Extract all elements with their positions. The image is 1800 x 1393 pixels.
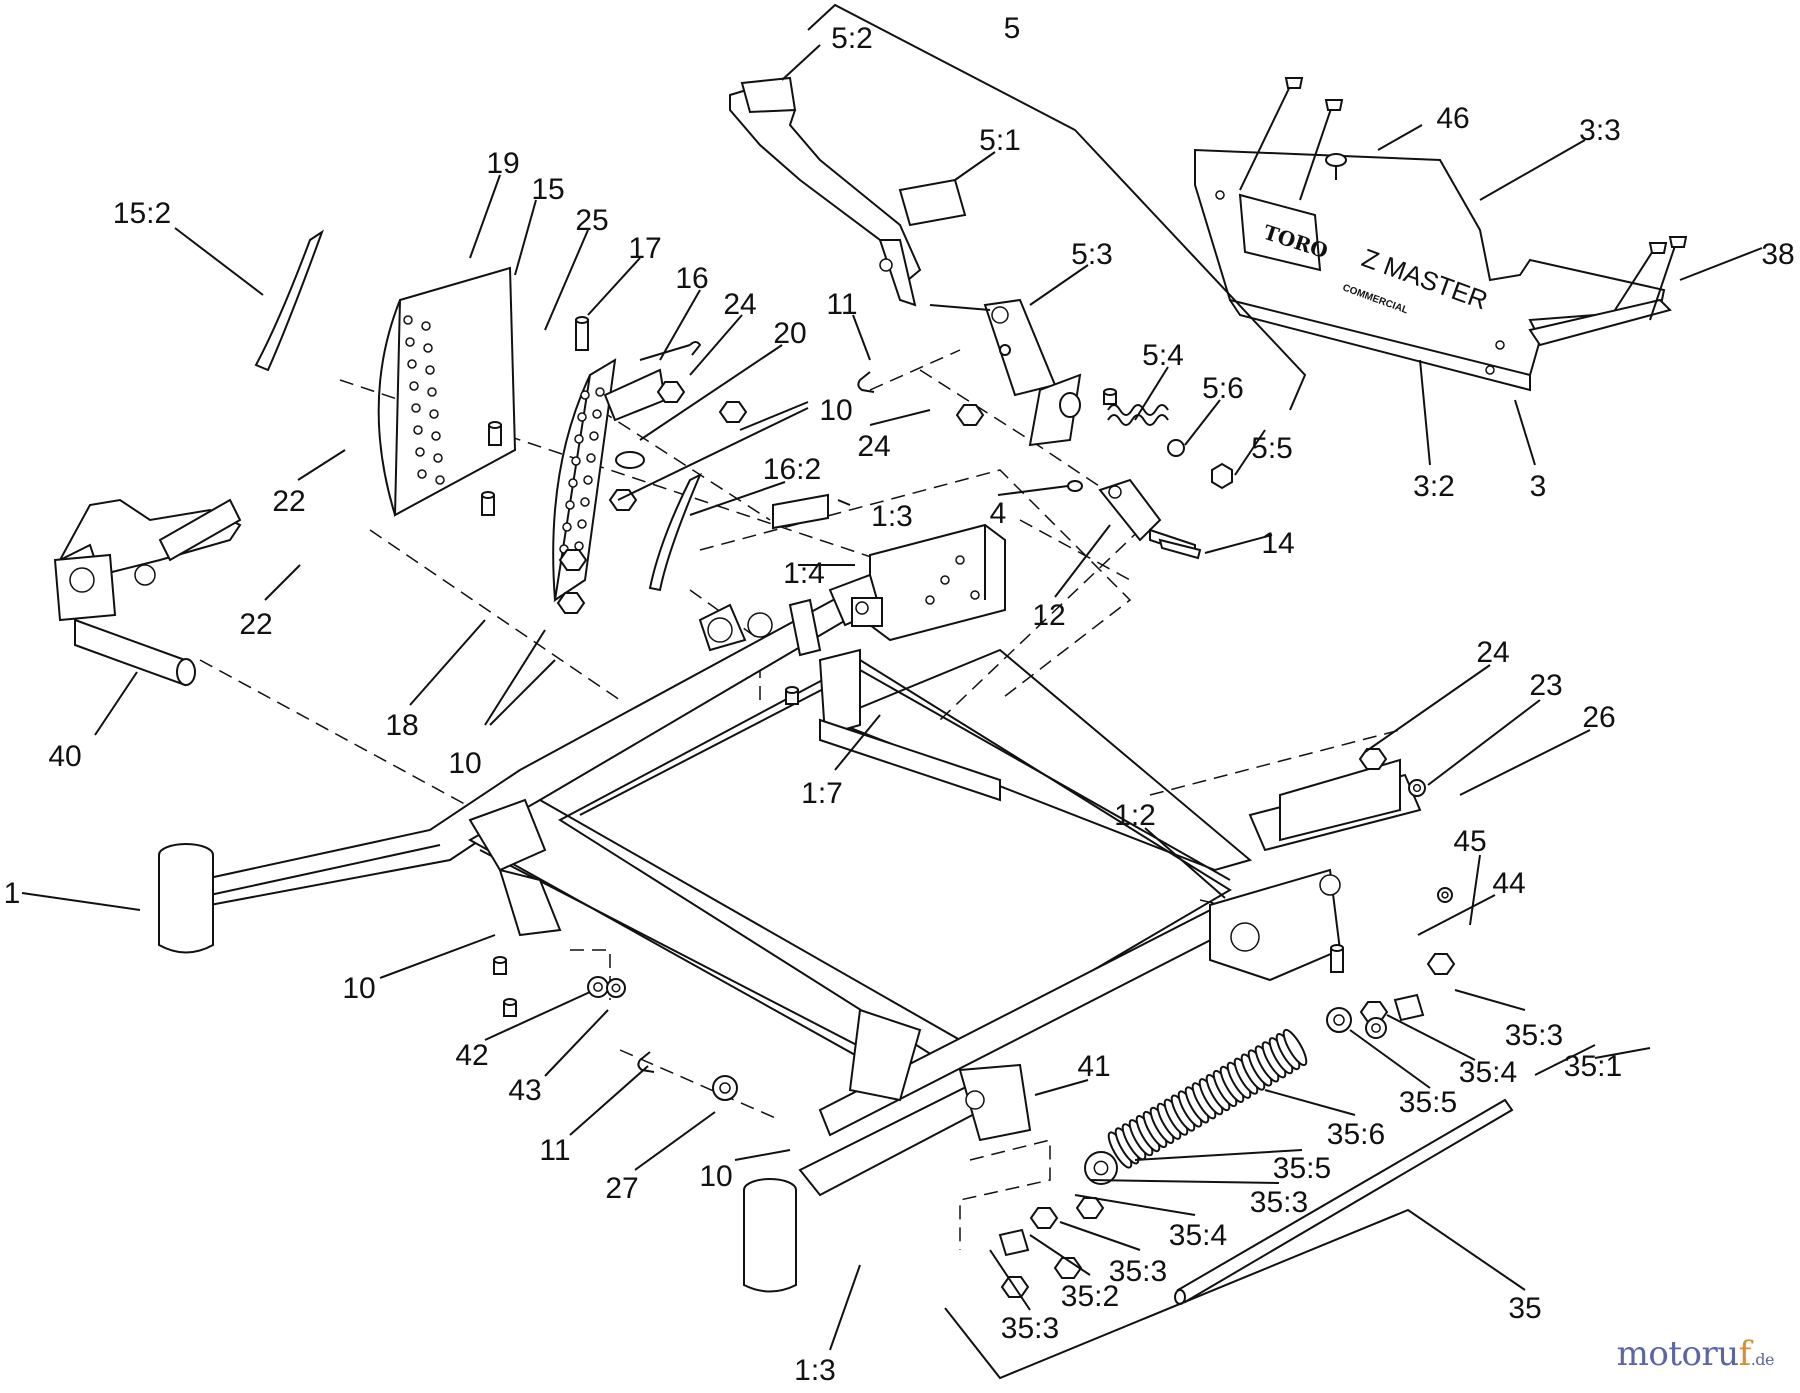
perforated-plate-right — [552, 358, 617, 603]
callout-label: 12 — [1032, 599, 1065, 632]
callout-label: 16 — [675, 262, 708, 295]
nut-5-5 — [1211, 462, 1233, 490]
callout-label: 16:2 — [763, 453, 821, 486]
callout-label: 43 — [508, 1074, 541, 1107]
brake-lever-assembly — [53, 498, 242, 687]
callout-label: 1:2 — [1114, 799, 1156, 832]
callout-label: 35:3 — [1250, 1186, 1308, 1219]
callout-label: 5:3 — [1071, 238, 1113, 271]
callout-label: 35:5 — [1273, 1152, 1331, 1185]
watermark-accent: f — [1738, 1334, 1752, 1374]
callout-label: 38 — [1761, 238, 1794, 271]
perforated-plate-left — [377, 266, 517, 517]
upper-lever — [729, 76, 1082, 447]
callout-label: 26 — [1582, 701, 1615, 734]
callout-label: 17 — [628, 232, 661, 265]
callout-label: 41 — [1077, 1050, 1110, 1083]
main-frame — [158, 578, 1422, 1293]
callout-label: 14 — [1261, 527, 1294, 560]
callout-label: 5:1 — [979, 124, 1021, 157]
callout-label: 11 — [539, 1134, 570, 1167]
callout-label: 35:3 — [1109, 1255, 1167, 1288]
callout-label: 27 — [605, 1172, 638, 1205]
callout-label: 5:6 — [1202, 372, 1244, 405]
callout-label: 5:2 — [831, 22, 873, 55]
center-block — [698, 523, 1006, 657]
spring-35-6 — [1107, 1028, 1308, 1169]
callout-label: 4 — [990, 497, 1007, 530]
decal-1-3 — [772, 493, 829, 530]
bracket-16 — [603, 368, 667, 422]
strip-16-2 — [648, 472, 702, 592]
callout-label: 1:7 — [801, 777, 843, 810]
callout-label: 1 — [4, 877, 21, 910]
callout-label: 35:3 — [1001, 1312, 1059, 1345]
callout-label: 24 — [723, 288, 756, 321]
callout-label: 24 — [1476, 636, 1509, 669]
callout-label: 15:2 — [113, 197, 171, 230]
callout-label: 3 — [1530, 470, 1547, 503]
watermark-tld: .de — [1750, 1350, 1775, 1369]
callout-label: 35:3 — [1505, 1019, 1563, 1052]
callout-label: 19 — [486, 147, 519, 180]
callout-label: 10 — [819, 394, 852, 427]
callout-label: 22 — [272, 485, 305, 518]
callout-label: 11 — [826, 288, 857, 321]
callout-label: 5:4 — [1142, 339, 1184, 372]
callout-label: 15 — [531, 173, 564, 206]
callout-label: 3:3 — [1579, 114, 1621, 147]
hardware-small-parts — [481, 316, 1456, 1298]
callout-label: 35:4 — [1169, 1219, 1227, 1252]
washer-5-6 — [1167, 439, 1185, 457]
callout-label: 5 — [1004, 12, 1021, 45]
callout-label: 23 — [1529, 669, 1562, 702]
callout-label: 46 — [1436, 102, 1469, 135]
callout-label: 20 — [773, 317, 806, 350]
plate-bolts — [1239, 77, 1688, 321]
watermark-brand: motoru — [1616, 1334, 1740, 1374]
callout-label: 1:4 — [783, 557, 825, 590]
callout-label: 25 — [575, 204, 608, 237]
callout-label: 5:5 — [1251, 432, 1293, 465]
callout-label: 42 — [455, 1039, 488, 1072]
callout-labels: 5:2 5 5:1 46 3:3 19 15 15:2 25 17 5:3 38 16 24 11 20 5:4… — [4, 12, 1795, 1387]
callout-label: 24 — [857, 430, 890, 463]
control-plate: TORO Z MASTER COMMERCIAL — [1194, 148, 1672, 392]
strip-15-2 — [254, 229, 324, 372]
callout-label: 35 — [1508, 1292, 1541, 1325]
callout-label: 35:2 — [1061, 1280, 1119, 1313]
callout-label: 1:3 — [794, 1354, 836, 1387]
callout-label: 35:6 — [1327, 1118, 1385, 1151]
callout-label: 1:3 — [871, 500, 913, 533]
callout-label: 18 — [385, 709, 418, 742]
callout-label: 10 — [448, 747, 481, 780]
leader-lines — [21, 3, 1763, 1380]
callout-label: 3:2 — [1413, 470, 1455, 503]
callout-label: 45 — [1453, 825, 1486, 858]
callout-label: 35:1 — [1564, 1050, 1622, 1083]
callout-label: 22 — [239, 608, 272, 641]
callout-label: 10 — [699, 1160, 732, 1193]
watermark-logo: motoruf.de — [1616, 1334, 1775, 1374]
callout-label: 44 — [1492, 867, 1525, 900]
callout-label: 10 — [342, 972, 375, 1005]
callout-label: 35:4 — [1459, 1056, 1517, 1089]
callout-label: 40 — [48, 740, 81, 773]
linkage-12 — [1067, 478, 1202, 560]
callout-label: 35:5 — [1399, 1086, 1457, 1119]
